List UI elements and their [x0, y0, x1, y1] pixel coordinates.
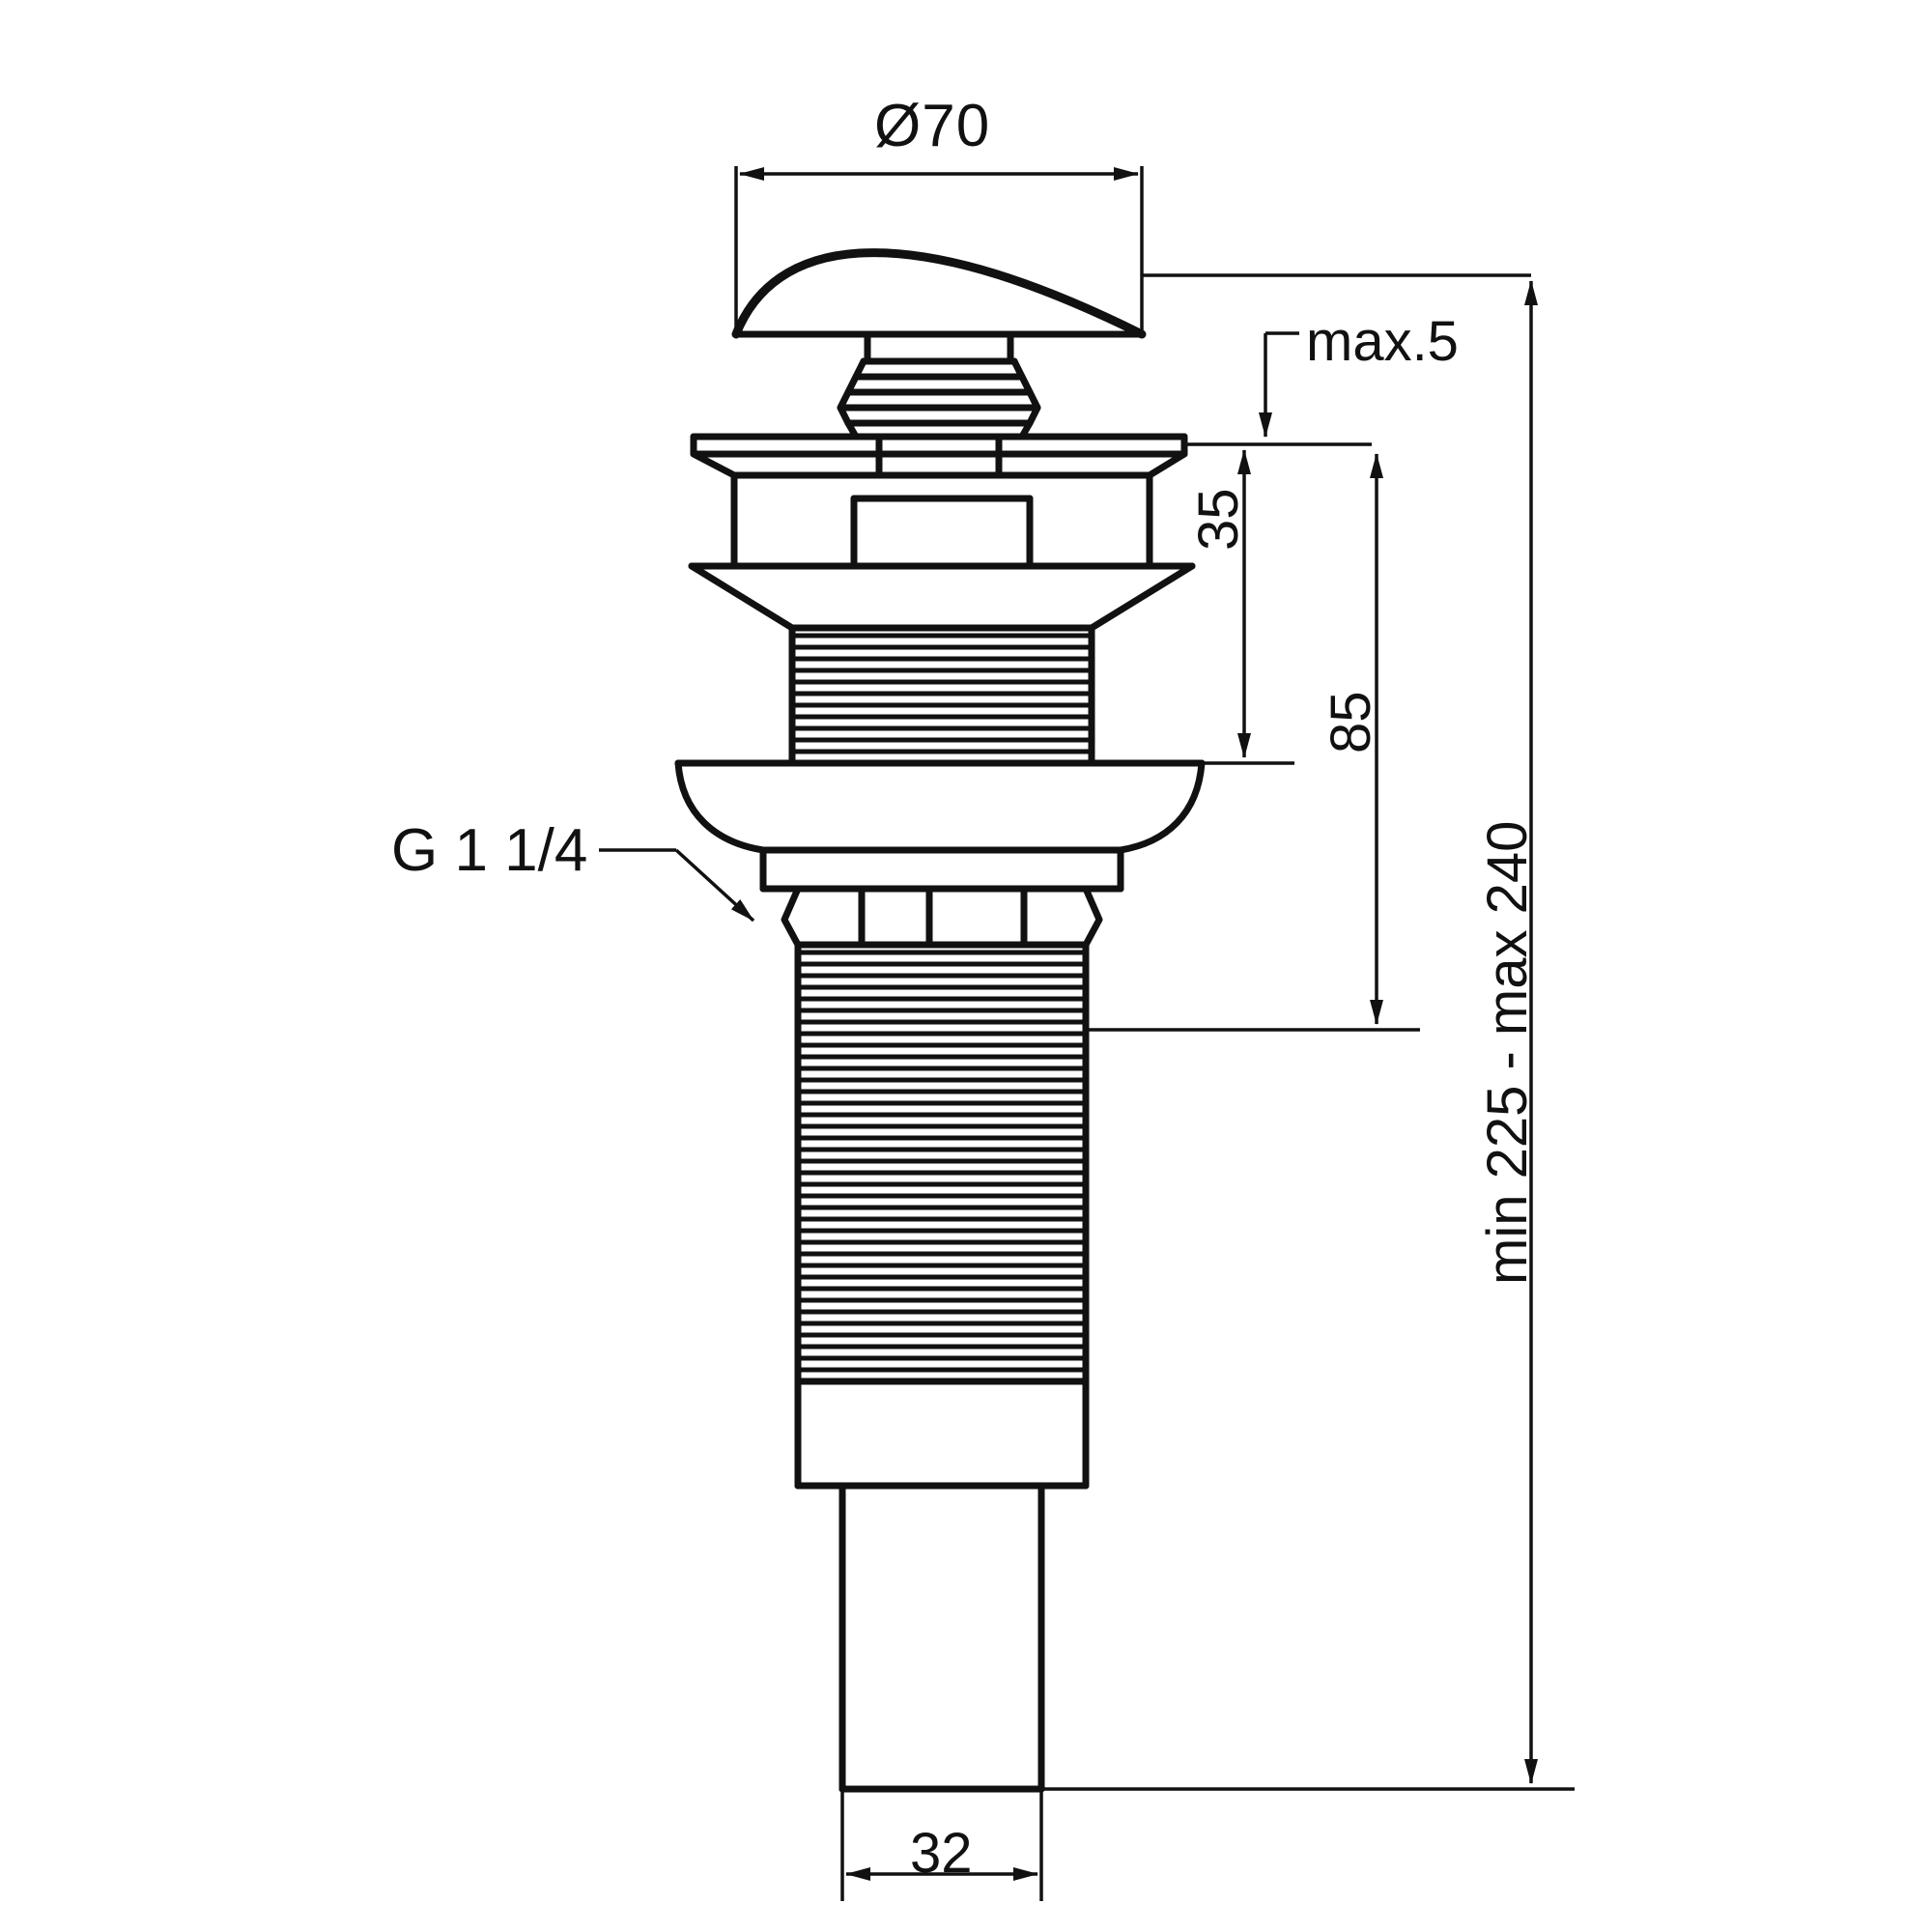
label-body-height: 85	[1320, 691, 1382, 753]
dimension-lines	[599, 166, 1575, 1901]
label-total-range: min 225 - max 240	[1476, 820, 1539, 1285]
label-thread-spec: G 1 1/4	[391, 817, 588, 884]
part-outline	[674, 248, 1206, 1793]
label-max-gap: max.5	[1306, 310, 1459, 373]
label-cap-diameter: Ø70	[874, 93, 991, 159]
leader-g114-arrow	[674, 848, 755, 923]
label-tube-diameter: 32	[910, 1822, 973, 1885]
label-flange-height: 35	[1187, 488, 1250, 551]
